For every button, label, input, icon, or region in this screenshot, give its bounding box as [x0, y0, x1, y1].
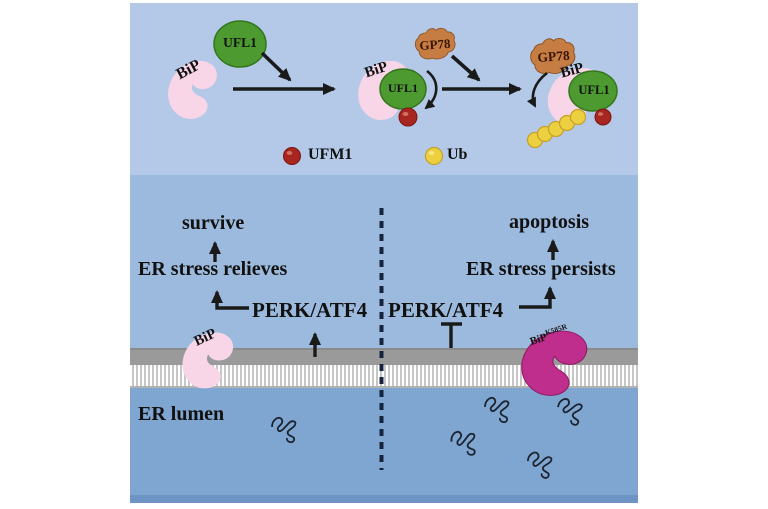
- ufl1-label-1: UFL1: [223, 35, 257, 50]
- gp78-label-1: GP78: [418, 35, 451, 53]
- misfolded-protein-icon: [525, 451, 553, 480]
- er-stress-persists-label: ER stress persists: [466, 258, 616, 280]
- perk-inhibition-tbar: [441, 322, 462, 348]
- ufl1-label-3: UFL1: [578, 83, 610, 97]
- ubiquitin-chain: [526, 108, 587, 149]
- ub-molecule: [569, 108, 587, 126]
- er-membrane: [130, 348, 638, 390]
- figure-artwork: [168, 20, 618, 480]
- survive-label: survive: [182, 212, 245, 234]
- ufl1-binding-arrow: [260, 51, 292, 82]
- misfolded-protein-icon: [484, 396, 510, 424]
- perk-atf4-left-label: PERK/ATF4: [252, 298, 368, 322]
- gp78-label-2: GP78: [536, 47, 571, 65]
- membrane-cytosolic-layer: [130, 348, 638, 365]
- ufl1-protein-3: [568, 70, 618, 112]
- ub-legend-dot: [424, 146, 444, 166]
- mechanism-figure: BiP UFL1 BiP UFL1 GP78 GP78 BiP UFL1 UFM…: [130, 3, 638, 503]
- ub-legend-highlight: [428, 151, 435, 155]
- misfolded-protein-icon: [271, 416, 297, 444]
- gp78-binding-arrow: [450, 54, 481, 82]
- membrane-lipid-bilayer: [130, 365, 638, 388]
- ufl1-label-2: UFL1: [388, 81, 418, 95]
- ufm1-legend-label: UFM1: [308, 146, 353, 163]
- ufm1-legend-highlight: [286, 151, 293, 155]
- ubiquitination-curved-arrow: [526, 71, 548, 108]
- perk-to-relieves-elbow-arrow: [211, 290, 249, 310]
- ufm1-legend-dot: [283, 147, 301, 165]
- er-lumen-label: ER lumen: [138, 403, 225, 425]
- misfolded-protein-icon: [555, 397, 584, 427]
- er-lumen-region: [130, 388, 638, 503]
- ufm1-molecule-2: [594, 108, 612, 126]
- ub-legend-label: Ub: [447, 146, 468, 163]
- ufm1-molecule-1: [398, 107, 418, 127]
- figure-bottom-edge: [130, 495, 638, 503]
- perk-atf4-right-label: PERK/ATF4: [388, 298, 504, 322]
- perk-to-persists-elbow-arrow: [519, 286, 556, 309]
- apoptosis-label: apoptosis: [509, 211, 590, 233]
- misfolded-protein-icon: [449, 429, 478, 458]
- er-stress-relieves-label: ER stress relieves: [138, 258, 288, 280]
- ufm1-highlight-2: [597, 112, 604, 116]
- ufl1-protein-1: [213, 20, 267, 68]
- ufm1-highlight-1: [402, 112, 409, 116]
- ufmylation-curved-arrow: [424, 69, 438, 110]
